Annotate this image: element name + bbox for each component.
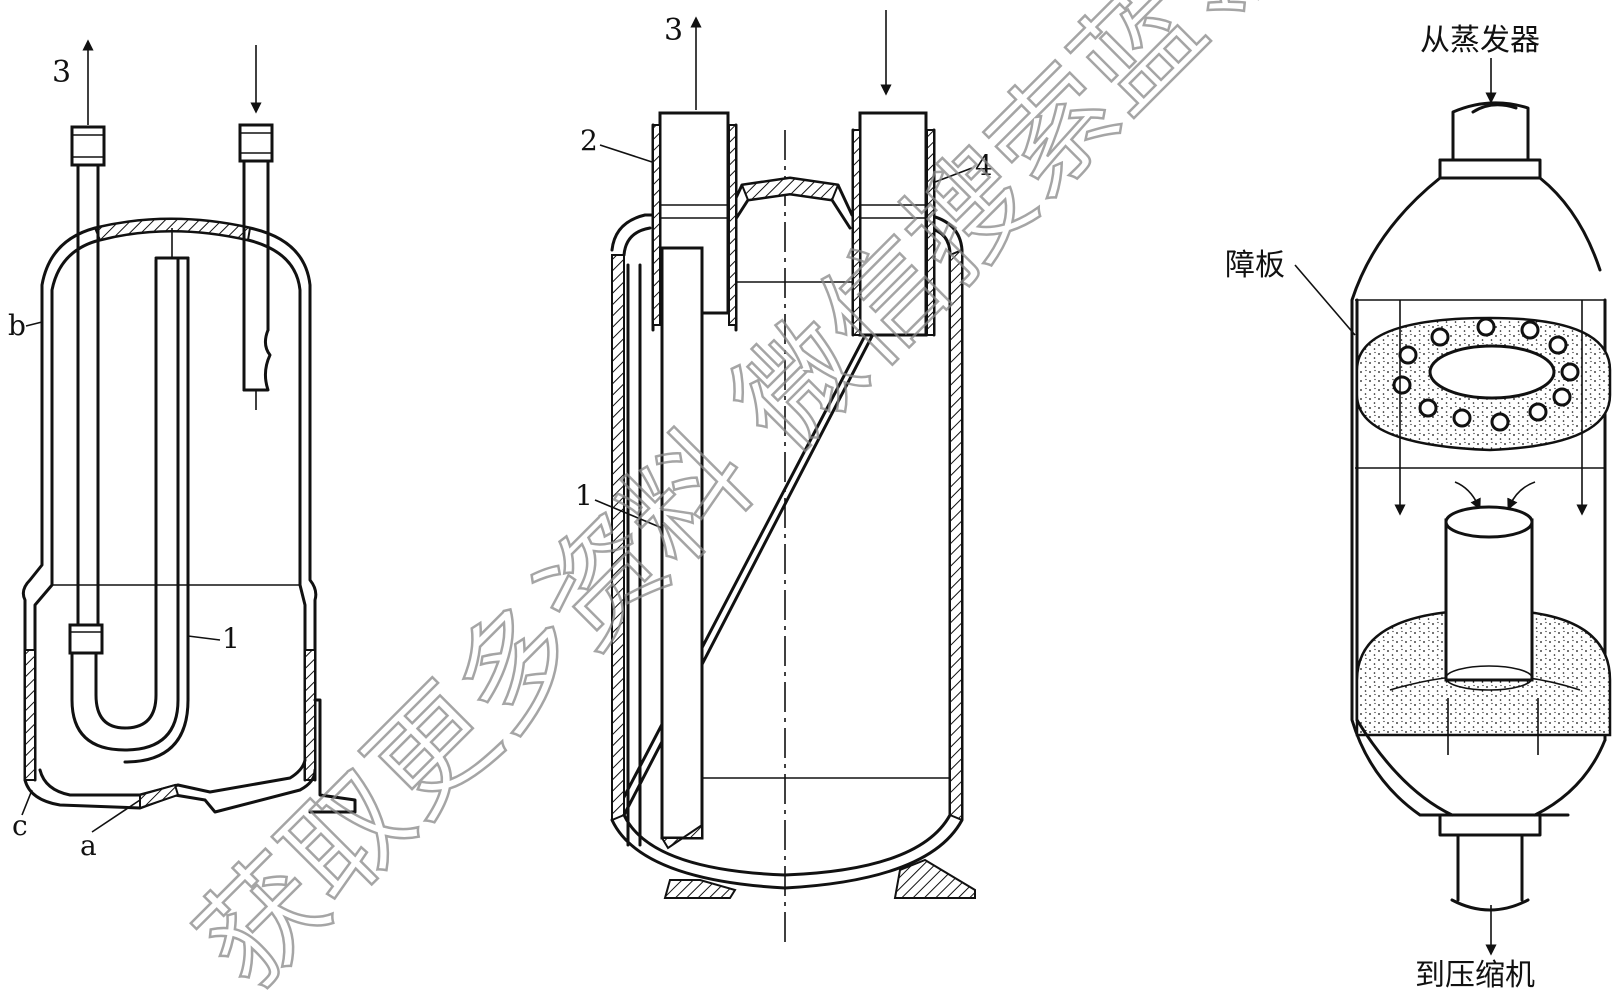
watermark: 获取更多资料 微信搜索蓝领星	[172, 0, 1400, 993]
fig1-label-a: a	[80, 829, 97, 862]
fig1-accumulator: 3 b 1 c a	[8, 39, 357, 862]
fig1-inlet-pipe	[238, 45, 274, 410]
fig1-bottom	[23, 768, 317, 814]
fig1-label-tube: 1	[222, 622, 240, 655]
fig3-label-inlet: 从蒸发器	[1420, 23, 1540, 58]
fig3-outlet-pipe	[1456, 833, 1524, 902]
fig2-label-pipe-left: 2	[580, 124, 598, 157]
fig3-inlet-pipe	[1451, 101, 1530, 162]
fig3-accumulator: 从蒸发器 障板 到压缩机	[1225, 23, 1612, 993]
fig2-foot-left	[663, 879, 737, 899]
fig1-outlet-pipe	[68, 39, 190, 764]
fig3-label-outlet: 到压缩机	[1415, 958, 1535, 993]
fig2-label-pipe-right: 4	[975, 149, 993, 182]
fig2-foot-right	[893, 858, 976, 899]
fig2-label-outlet: 3	[664, 13, 683, 48]
fig2-label-tube: 1	[575, 479, 593, 512]
fig2-outlet-pipe	[626, 16, 738, 850]
fig2-accumulator: 3 2 4 1	[575, 10, 993, 945]
fig3-label-baffle: 障板	[1225, 248, 1285, 283]
fig3-baffle-plate	[1355, 316, 1612, 452]
fig2-inlet-pipe	[851, 10, 936, 337]
fig1-label-b: b	[8, 309, 26, 342]
fig1-label-c: c	[12, 809, 28, 842]
fig3-standpipe	[1355, 505, 1612, 755]
fig1-foot	[308, 698, 357, 814]
fig1-label-outlet: 3	[52, 55, 71, 90]
fig1-outer-shell	[21, 217, 318, 782]
